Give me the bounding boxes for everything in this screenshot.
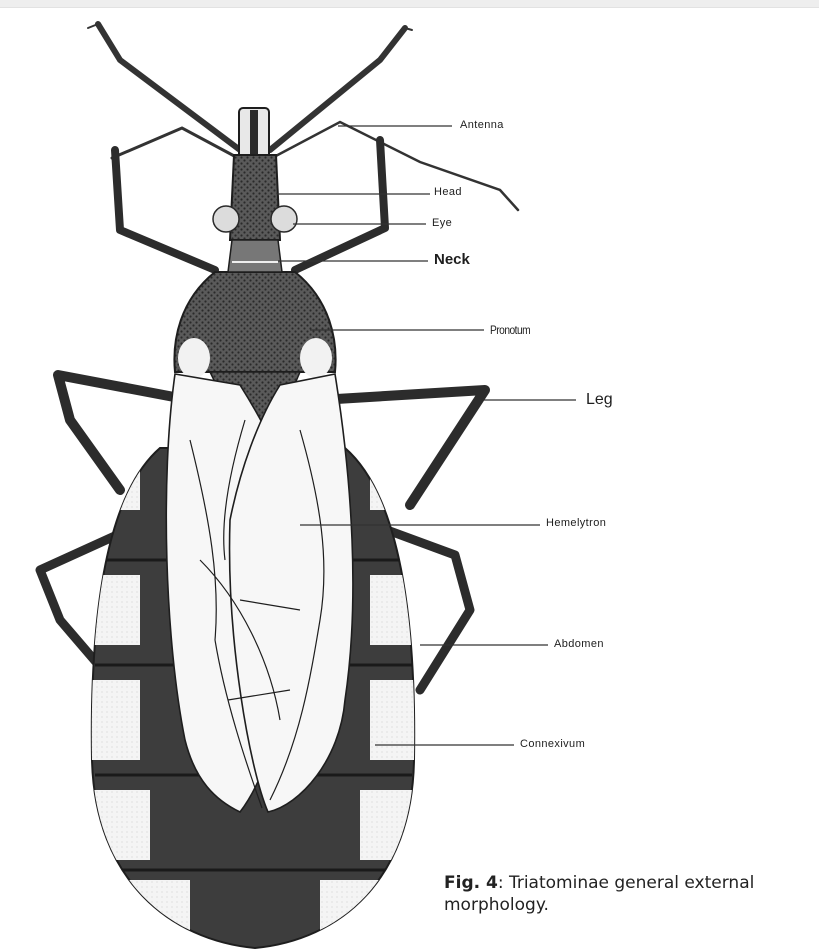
antenna-right-segment bbox=[270, 28, 405, 150]
antenna-right-flagellum bbox=[272, 122, 518, 210]
caption-prefix: Fig. 4 bbox=[444, 873, 498, 893]
pronotum-shape bbox=[174, 272, 335, 378]
hemelytra bbox=[166, 374, 353, 812]
label-connexivum: Connexivum bbox=[520, 738, 585, 750]
antennae bbox=[88, 24, 518, 210]
leg-front-left bbox=[115, 150, 215, 270]
label-hemelytron: Hemelytron bbox=[546, 517, 606, 529]
eye-left bbox=[213, 206, 239, 232]
label-neck: Neck bbox=[434, 251, 470, 268]
label-abdomen: Abdomen bbox=[554, 638, 604, 650]
label-leg: Leg bbox=[586, 391, 613, 409]
eye-right bbox=[271, 206, 297, 232]
leg-front-right bbox=[295, 140, 385, 270]
head-shape bbox=[213, 108, 297, 272]
label-antenna: Antenna bbox=[460, 119, 504, 131]
label-eye: Eye bbox=[432, 217, 452, 229]
label-pronotum: Pronotum bbox=[490, 323, 530, 337]
antenna-left-segment bbox=[98, 24, 240, 150]
label-head: Head bbox=[434, 186, 462, 198]
figure-caption: Fig. 4: Triatominae general external mor… bbox=[444, 872, 814, 916]
